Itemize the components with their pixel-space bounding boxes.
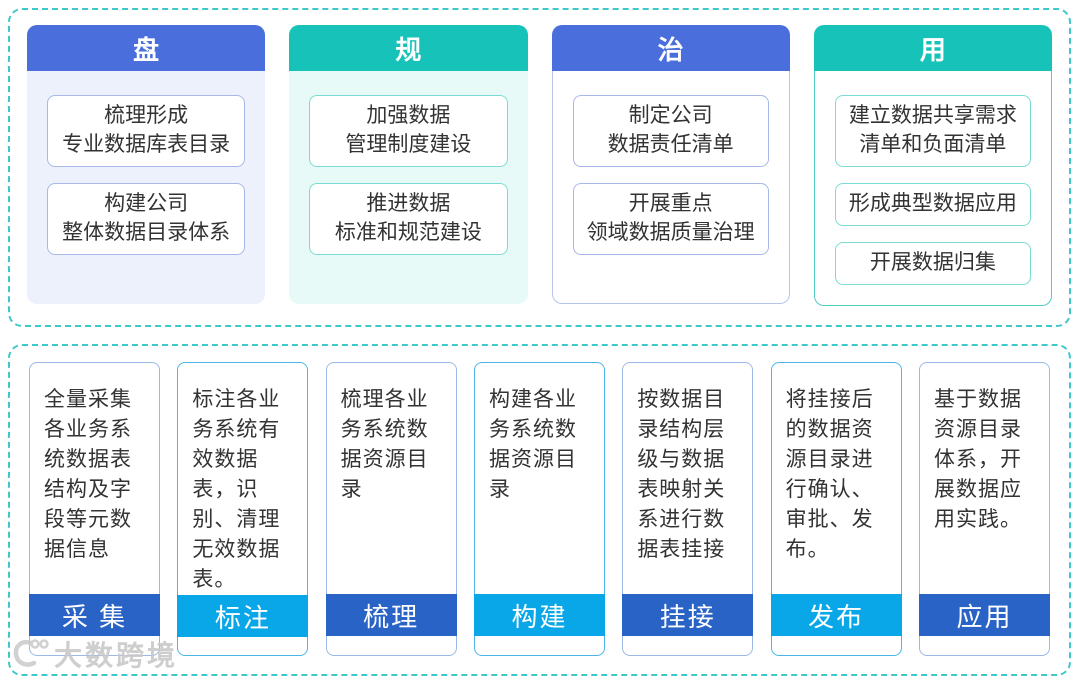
column-zhi: 治 制定公司 数据责任清单 开展重点 领域数据质量治理: [551, 25, 790, 304]
step-label: 应用: [918, 594, 1050, 636]
task-box: 开展重点 领域数据质量治理: [572, 182, 769, 255]
step-label: 采 集: [29, 594, 160, 636]
step-card-shuli: 梳理各业务系统数据资源目录 梳理: [325, 362, 457, 656]
column-yong-header: 用: [813, 25, 1052, 71]
column-pan: 盘 梳理形成 专业数据库表目录 构建公司 整体数据目录体系: [27, 25, 266, 304]
step-description: 将挂接后的数据资源目录进行确认、审批、发布。: [785, 388, 874, 561]
step-description: 基于数据资源目录体系，开展数据应用实践。: [933, 388, 1022, 531]
column-zhi-body: 制定公司 数据责任清单 开展重点 领域数据质量治理: [551, 71, 790, 304]
task-box: 加强数据 管理制度建设: [309, 95, 508, 167]
column-zhi-header: 治: [551, 25, 790, 71]
step-card-fabu: 将挂接后的数据资源目录进行确认、审批、发布。 发布: [770, 362, 902, 656]
task-box: 建立数据共享需求 清单和负面清单: [834, 95, 1031, 167]
step-card-yingyong: 基于数据资源目录体系，开展数据应用实践。 应用: [918, 362, 1050, 656]
step-spacer: [475, 636, 604, 655]
step-spacer: [920, 636, 1049, 655]
orbit-logo-icon: [13, 639, 49, 667]
task-box: 构建公司 整体数据目录体系: [47, 182, 246, 255]
step-description: 全量采集各业务系统数据表结构及字段等元数据信息: [44, 388, 132, 561]
step-spacer: [623, 636, 752, 655]
column-gui-body: 加强数据 管理制度建设 推进数据 标准和规范建设: [289, 71, 528, 304]
task-box: 梳理形成 专业数据库表目录: [47, 95, 246, 167]
step-card-guajie: 按数据目录结构层级与数据表映射关系进行数据表挂接 挂接: [622, 362, 754, 656]
column-pan-body: 梳理形成 专业数据库表目录 构建公司 整体数据目录体系: [27, 71, 266, 304]
watermark-text: 大数跨境: [54, 640, 179, 671]
step-label: 标注: [177, 595, 309, 637]
task-box: 推进数据 标准和规范建设: [309, 182, 508, 255]
step-card-caiji: 全量采集各业务系统数据表结构及字段等元数据信息 采 集: [29, 362, 160, 656]
step-label: 构建: [473, 594, 605, 636]
step-card-goujian: 构建各业务系统数据资源目录 构建: [473, 362, 605, 656]
top-panel: 盘 梳理形成 专业数据库表目录 构建公司 整体数据目录体系 规 加强数据 管理制…: [8, 8, 1071, 327]
step-card-biaozhu: 标注各业务系统有效数据表，识别、清理无效数据表。 标注: [177, 362, 309, 656]
step-spacer: [772, 636, 901, 655]
step-label: 挂接: [622, 594, 754, 636]
watermark: 大数跨境: [10, 634, 178, 674]
step-description: 构建各业务系统数据资源目录: [488, 388, 577, 501]
column-pan-header: 盘: [27, 25, 266, 71]
step-description: 标注各业务系统有效数据表，识别、清理无效数据表。: [192, 388, 281, 591]
step-description: 梳理各业务系统数据资源目录: [340, 388, 429, 501]
step-description: 按数据目录结构层级与数据表映射关系进行数据表挂接: [637, 388, 726, 561]
task-box: 开展数据归集: [834, 241, 1031, 285]
step-label: 发布: [770, 594, 902, 636]
process-steps-panel: 全量采集各业务系统数据表结构及字段等元数据信息 采 集 标注各业务系统有效数据表…: [8, 344, 1071, 676]
column-yong: 用 建立数据共享需求 清单和负面清单 形成典型数据应用 开展数据归集: [813, 25, 1052, 306]
step-spacer: [327, 636, 456, 655]
task-box: 制定公司 数据责任清单: [572, 95, 769, 167]
task-box: 形成典型数据应用: [834, 182, 1031, 226]
step-spacer: [178, 637, 307, 656]
step-label: 梳理: [325, 594, 457, 636]
column-gui: 规 加强数据 管理制度建设 推进数据 标准和规范建设: [289, 25, 528, 304]
column-yong-body: 建立数据共享需求 清单和负面清单 形成典型数据应用 开展数据归集: [813, 71, 1052, 306]
column-gui-header: 规: [289, 25, 528, 71]
